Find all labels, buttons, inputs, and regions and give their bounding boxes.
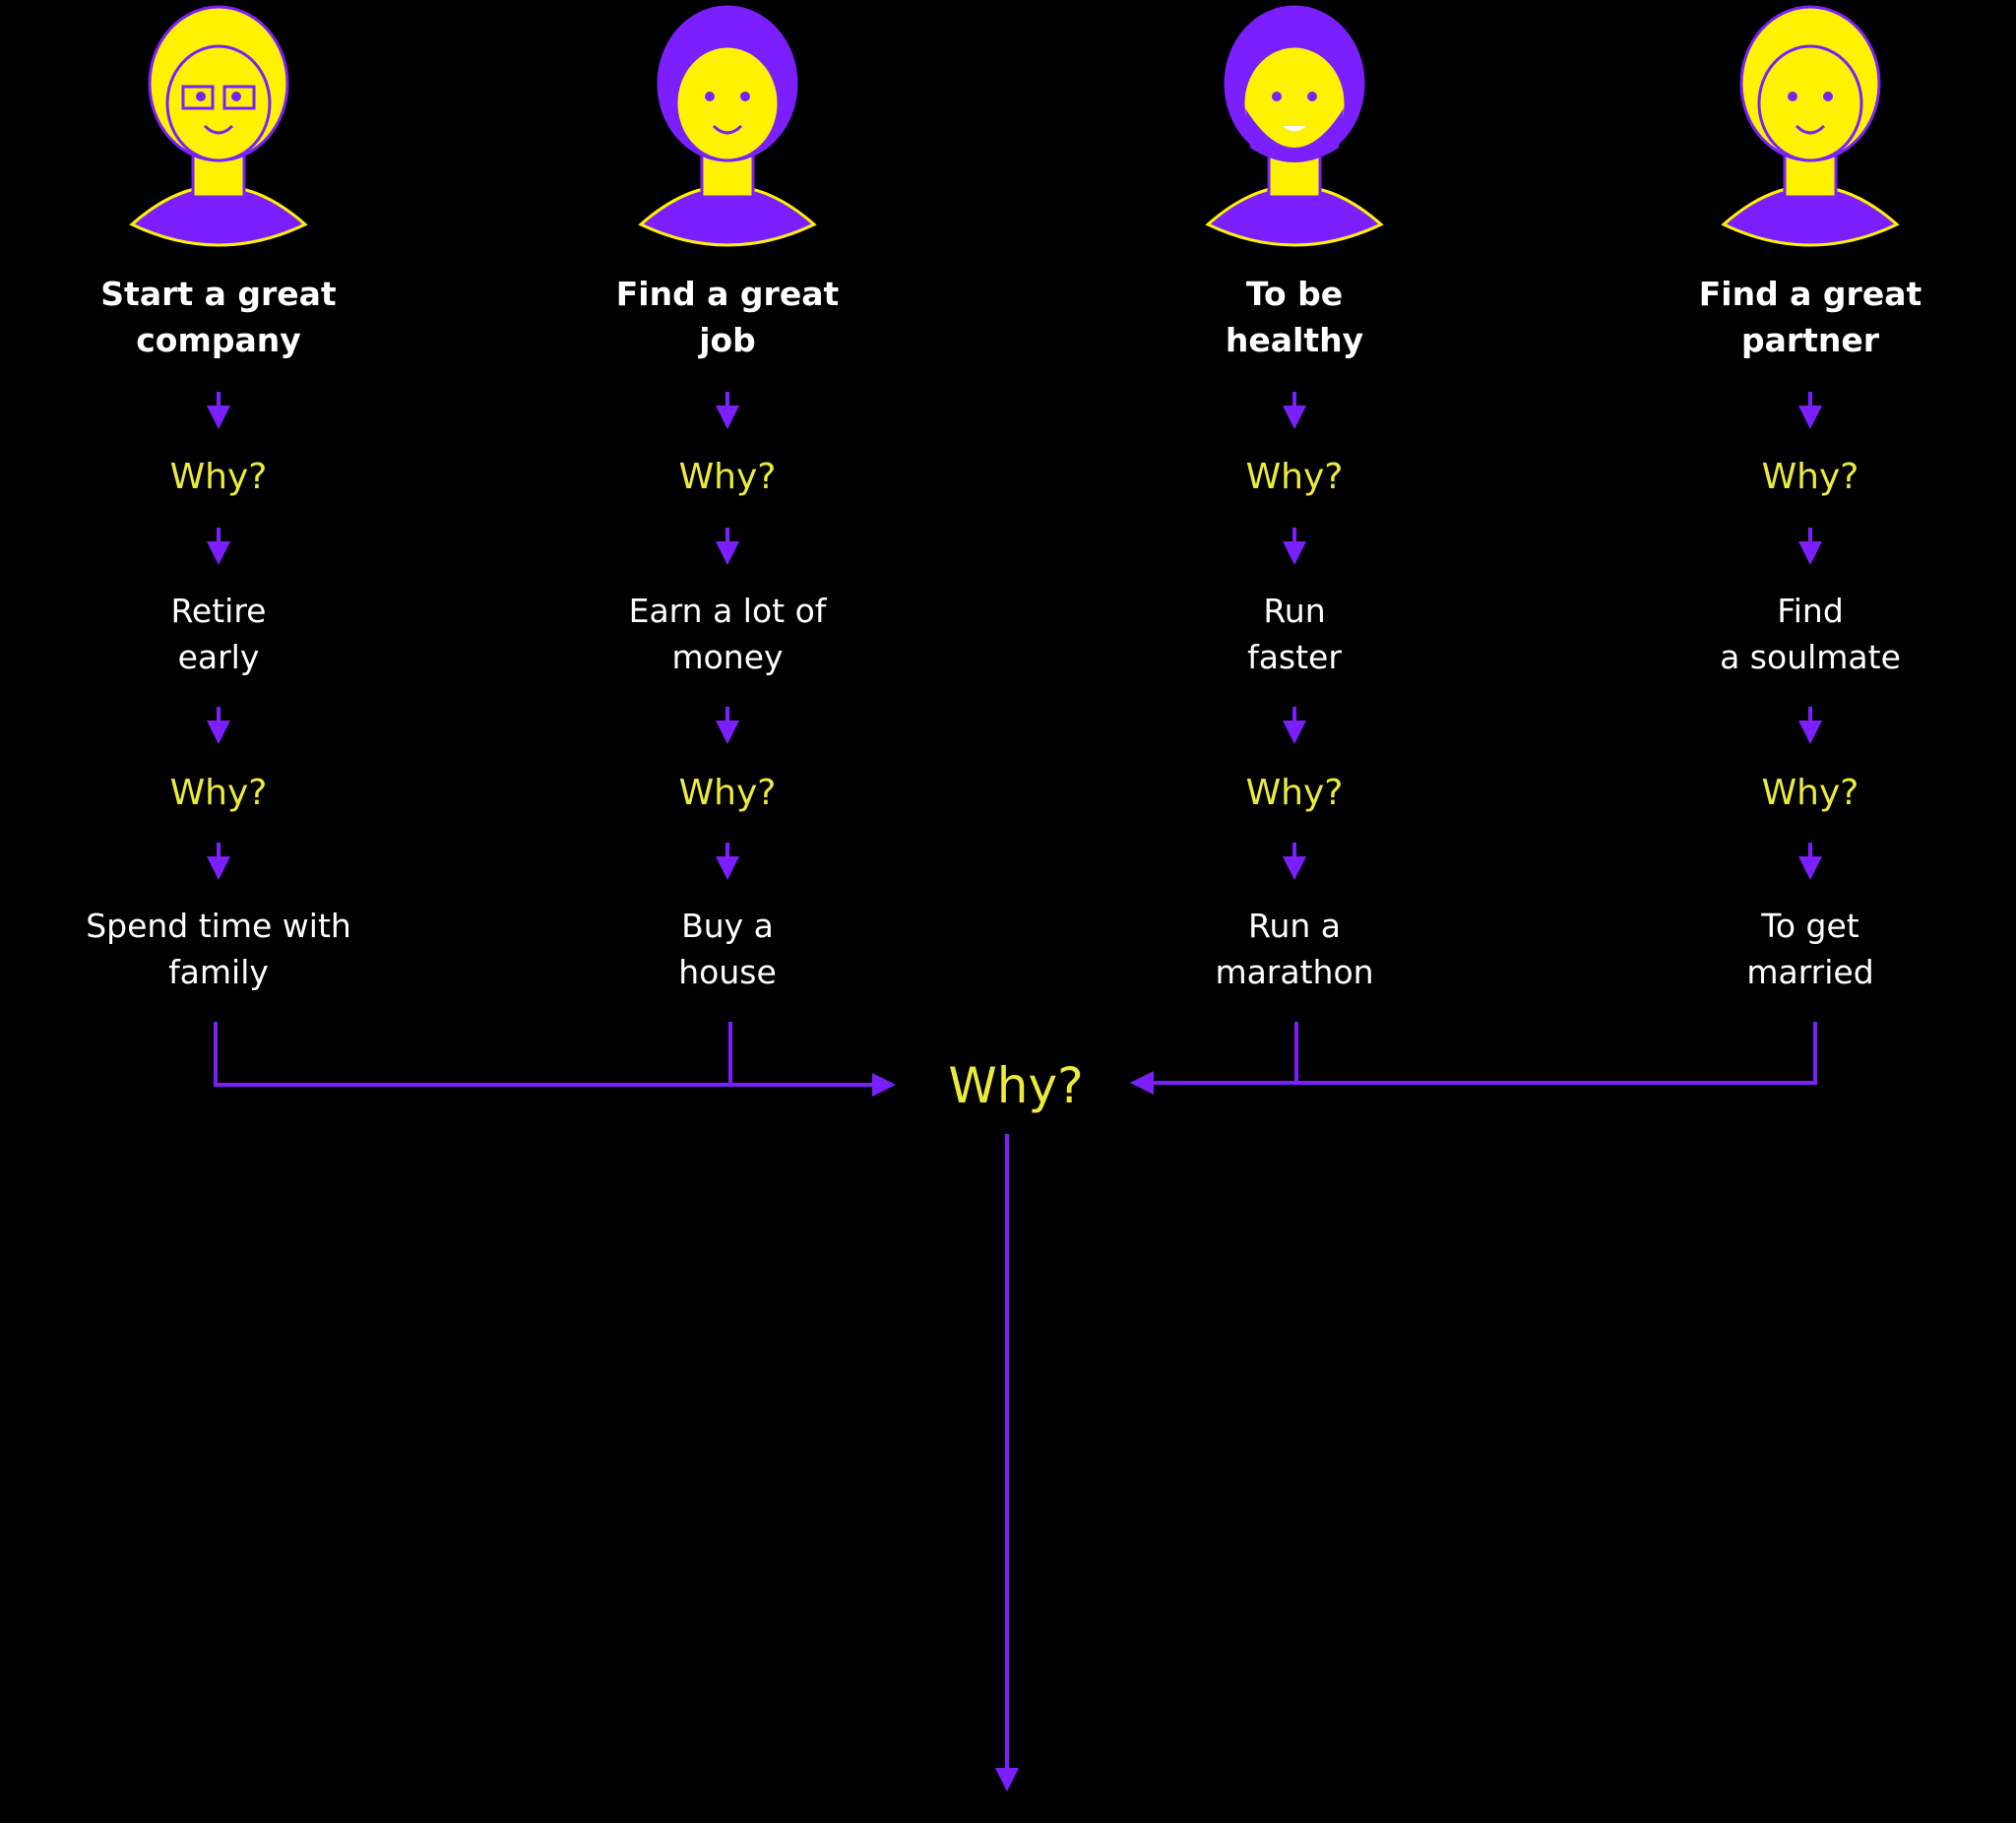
bearded-man-avatar: [1205, 5, 1384, 247]
goal-title-line: partner: [1741, 321, 1880, 359]
reason-text-line: marathon: [1215, 953, 1373, 991]
why-label: Why?: [1246, 773, 1344, 813]
why-label: Why?: [1762, 457, 1859, 497]
reason-text-line: a soulmate: [1720, 638, 1901, 676]
reason-text-line: Run a: [1248, 907, 1341, 945]
goal-title-line: Start a great: [100, 275, 337, 313]
left-connector: [214, 1022, 896, 1097]
central-why-label: Why?: [948, 1057, 1083, 1114]
reason-text-line: To get: [1760, 907, 1858, 945]
blonde-woman-avatar: [1721, 5, 1900, 247]
man-glasses-avatar: [129, 5, 308, 247]
reason-text-line: early: [178, 638, 260, 676]
reason-text-line: Buy a: [681, 907, 774, 945]
goal-title-line: To be: [1246, 275, 1343, 313]
right-connector: [1130, 1022, 1817, 1095]
goal-title-line: Find a great: [1699, 275, 1922, 313]
why-label: Why?: [170, 457, 268, 497]
why-label: Why?: [1246, 457, 1344, 497]
reason-text-line: Spend time with: [86, 907, 351, 945]
reason-text-line: Find: [1777, 592, 1844, 630]
why-label: Why?: [679, 773, 777, 813]
reason-text-line: faster: [1247, 638, 1342, 676]
why-label: Why?: [679, 457, 777, 497]
reason-text-line: Run: [1263, 592, 1325, 630]
goal-title-line: healthy: [1226, 321, 1363, 359]
reason-text-line: money: [671, 638, 783, 676]
reason-text-line: family: [168, 953, 269, 991]
reason-text-line: married: [1746, 953, 1873, 991]
why-label: Why?: [1762, 773, 1859, 813]
reason-text-line: Retire: [170, 592, 266, 630]
woman-bob-avatar: [638, 5, 817, 247]
reason-text-line: house: [678, 953, 777, 991]
goal-title-line: company: [136, 321, 301, 359]
goal-title-line: job: [697, 321, 756, 359]
goal-title-line: Find a great: [616, 275, 840, 313]
why-label: Why?: [170, 773, 268, 813]
reason-text-line: Earn a lot of: [629, 592, 828, 630]
